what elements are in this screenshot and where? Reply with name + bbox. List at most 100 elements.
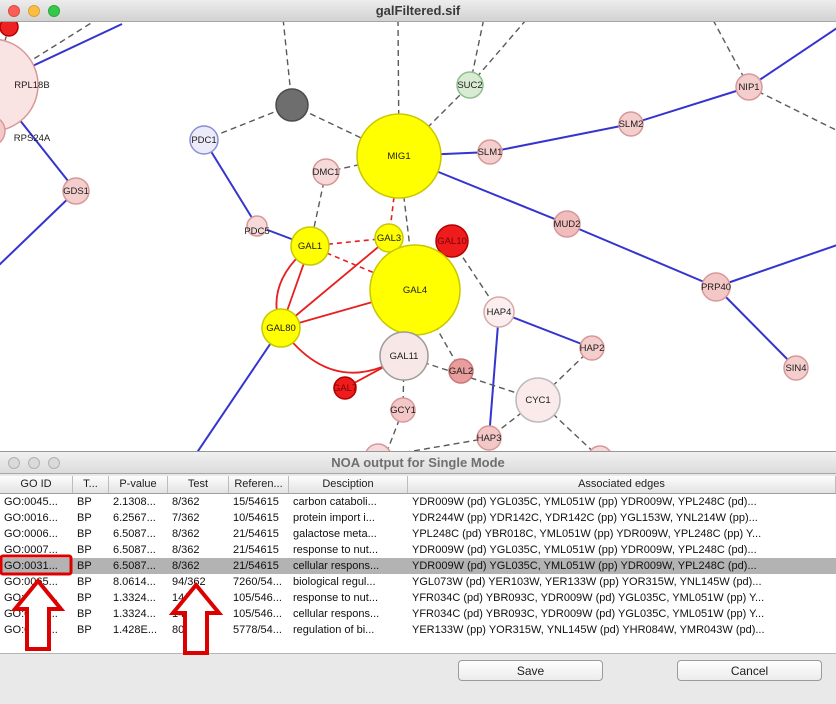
table-cell: response to nut... [293, 592, 378, 604]
table-cell: YFR034C (pd) YBR093C, YDR009W (pd) YGL03… [412, 608, 765, 620]
edge-dash[interactable] [378, 437, 490, 451]
node-GAL1[interactable] [290, 226, 330, 266]
node-PDC1[interactable] [189, 125, 219, 155]
minimize-button[interactable] [28, 457, 40, 469]
column-header-associated-edges[interactable]: Associated edges [408, 476, 836, 493]
node-HAP4[interactable] [483, 296, 515, 328]
edge-dash[interactable] [748, 86, 836, 132]
node-PRP40[interactable] [701, 272, 731, 302]
column-header-p-value[interactable]: P-value [109, 476, 168, 493]
node-unknown-gray[interactable] [275, 88, 309, 122]
table-cell: YER133W (pp) YOR315W, YNL145W (pd) YHR08… [412, 624, 765, 636]
edge-blue[interactable] [488, 311, 500, 439]
node-GAL3[interactable] [374, 223, 404, 253]
save-button[interactable]: Save [458, 660, 603, 681]
graph-window-titlebar[interactable]: galFiltered.sif [0, 0, 836, 22]
node-clipped-node-2[interactable] [588, 445, 612, 451]
edge-blue[interactable] [0, 190, 77, 268]
table-cell: YPL248C (pd) YBR018C, YML051W (pp) YDR00… [412, 528, 762, 540]
window-title: NOA output for Single Mode [331, 455, 505, 470]
table-cell: BP [77, 512, 92, 524]
edge-blue[interactable] [748, 26, 836, 88]
noa-window-titlebar[interactable]: NOA output for Single Mode [0, 452, 836, 474]
node-RPS24A[interactable] [0, 116, 6, 146]
table-cell: protein import i... [293, 512, 375, 524]
zoom-button[interactable] [48, 457, 60, 469]
table-cell: galactose meta... [293, 528, 377, 540]
edge-blue[interactable] [498, 311, 593, 349]
edge-dash[interactable] [386, 409, 404, 451]
edge-blue[interactable] [715, 286, 797, 369]
node-RPL18B[interactable] [0, 38, 39, 132]
edge-blue[interactable] [203, 139, 258, 227]
node-GAL10[interactable] [435, 224, 469, 258]
table-cell: 94/362 [172, 576, 206, 588]
edge-red[interactable] [280, 237, 390, 329]
column-header-go-id[interactable]: GO ID [0, 476, 73, 493]
node-label-SIN4: SIN4 [785, 363, 806, 374]
close-button[interactable] [8, 457, 20, 469]
minimize-button[interactable] [28, 5, 40, 17]
table-cell: BP [77, 496, 92, 508]
node-SLM1[interactable] [477, 139, 503, 165]
window-title: galFiltered.sif [375, 3, 461, 18]
edge-blue[interactable] [489, 123, 632, 153]
table-cell: 6.5087... [113, 560, 156, 572]
edge-blue[interactable] [715, 244, 836, 288]
edge-blue[interactable] [630, 86, 750, 125]
table-cell: 7/362 [172, 512, 200, 524]
table-cell: YDR244W (pp) YDR142C, YDR142C (pp) YGL15… [412, 512, 758, 524]
node-label-PRP40: PRP40 [701, 282, 731, 293]
node-HAP3[interactable] [476, 425, 502, 451]
table-cell: BP [77, 576, 92, 588]
node-GAL11[interactable] [379, 331, 429, 381]
edge-dash[interactable] [469, 22, 526, 86]
node-label-SLM1: SLM1 [478, 147, 503, 158]
node-clipped-node-1[interactable] [365, 443, 391, 451]
column-header-t[interactable]: T... [73, 476, 109, 493]
node-HAP2[interactable] [579, 335, 605, 361]
node-GAL2[interactable] [448, 358, 474, 384]
node-label-SUC2: SUC2 [457, 80, 482, 91]
cancel-button[interactable]: Cancel [677, 660, 822, 681]
node-GAL80[interactable] [261, 308, 301, 348]
node-SUC2[interactable] [456, 71, 484, 99]
node-GAL7[interactable] [333, 376, 357, 400]
node-GCY1[interactable] [390, 397, 416, 423]
node-DMC1[interactable] [312, 158, 340, 186]
edge-blue[interactable] [566, 223, 717, 288]
table-cell: YDR009W (pd) YGL035C, YML051W (pp) YDR00… [412, 496, 757, 508]
table-cell: YDR009W (pd) YGL035C, YML051W (pp) YDR00… [412, 560, 757, 572]
node-label-RPL18B: RPL18B [14, 80, 49, 91]
node-PDC5[interactable] [246, 215, 268, 237]
close-button[interactable] [8, 5, 20, 17]
table-cell: 5778/54... [233, 624, 282, 636]
node-SLM2[interactable] [618, 111, 644, 137]
column-header-test[interactable]: Test [168, 476, 229, 493]
zoom-button[interactable] [48, 5, 60, 17]
edge-dash[interactable] [398, 84, 471, 157]
column-header-referen[interactable]: Referen... [229, 476, 289, 493]
node-MUD2[interactable] [553, 210, 581, 238]
node-unknown-red[interactable] [0, 22, 19, 37]
node-label-HAP4: HAP4 [487, 307, 512, 318]
node-CYC1[interactable] [515, 377, 561, 423]
edge-blue[interactable] [196, 327, 282, 451]
node-SIN4[interactable] [783, 355, 809, 381]
network-canvas[interactable]: RPL18BRPS24AGDS1PDC1DMC1MIG1SUC2SLM1SLM2… [0, 22, 836, 451]
node-MIG1[interactable] [356, 113, 442, 199]
node-NIP1[interactable] [735, 73, 763, 101]
table-cell: 7260/54... [233, 576, 282, 588]
node-GDS1[interactable] [62, 177, 90, 205]
column-header-desciption[interactable]: Desciption [289, 476, 408, 493]
